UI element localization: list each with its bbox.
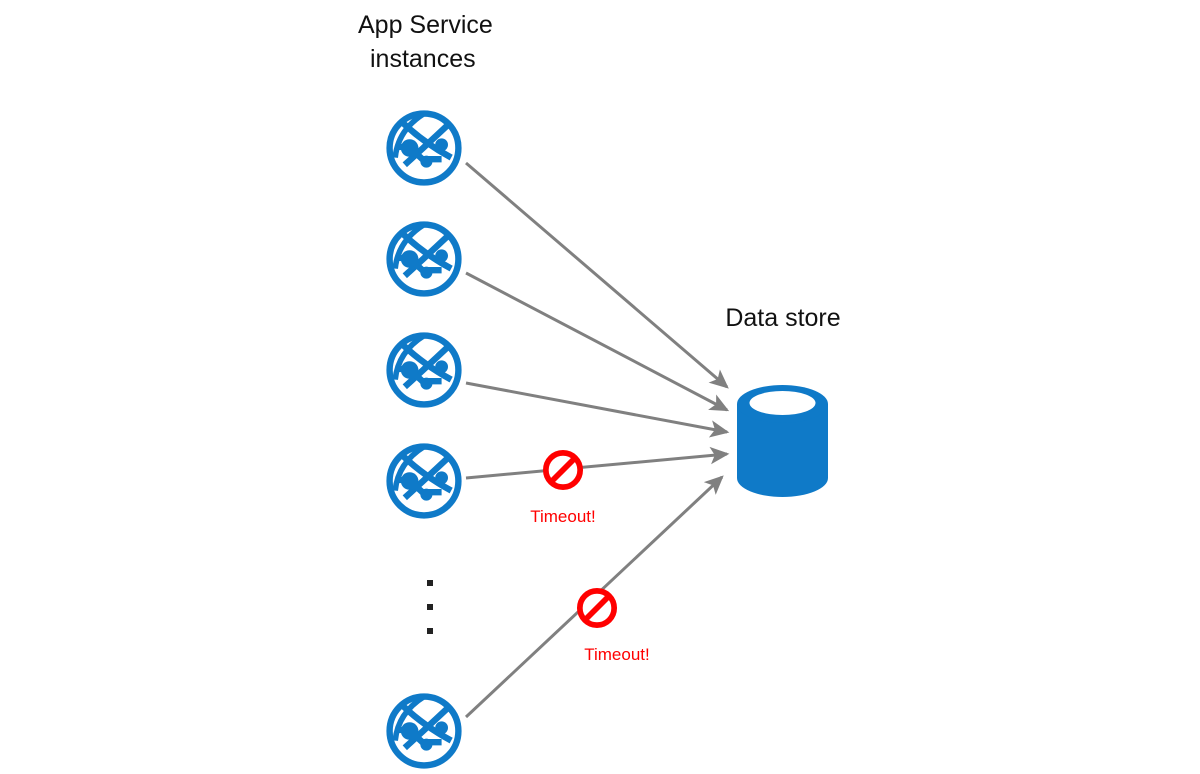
no-entry-icon [546, 453, 580, 487]
app-service-globe-icon[interactable] [390, 336, 459, 405]
connection-arrow-3 [465, 381, 730, 438]
app-service-globe-icon[interactable] [390, 225, 459, 294]
connection-arrow-1 [465, 161, 729, 389]
connection-arrows [464, 161, 730, 719]
app-service-title-line2: instances [370, 45, 476, 73]
app-service-title-line1: App Service [358, 11, 493, 39]
timeout-label: Timeout! [530, 507, 596, 526]
connection-arrow-4-blocked [465, 446, 730, 480]
no-entry-icon [580, 591, 614, 625]
timeout-blocker-2: Timeout! [580, 591, 650, 664]
database-cylinder-icon[interactable] [737, 385, 829, 497]
ellipsis-dot [427, 604, 433, 610]
timeout-blocker-1: Timeout! [530, 453, 596, 526]
ellipsis-dots [427, 580, 433, 634]
app-service-globe-icon[interactable] [390, 447, 459, 516]
ellipsis-dot [427, 580, 433, 586]
timeout-label: Timeout! [584, 645, 650, 664]
data-store-title: Data store [725, 304, 840, 332]
connection-arrow-2 [465, 271, 730, 412]
app-service-globe-icon[interactable] [390, 697, 459, 766]
ellipsis-dot [427, 628, 433, 634]
app-service-instance-group [390, 114, 459, 766]
app-service-globe-icon[interactable] [390, 114, 459, 183]
